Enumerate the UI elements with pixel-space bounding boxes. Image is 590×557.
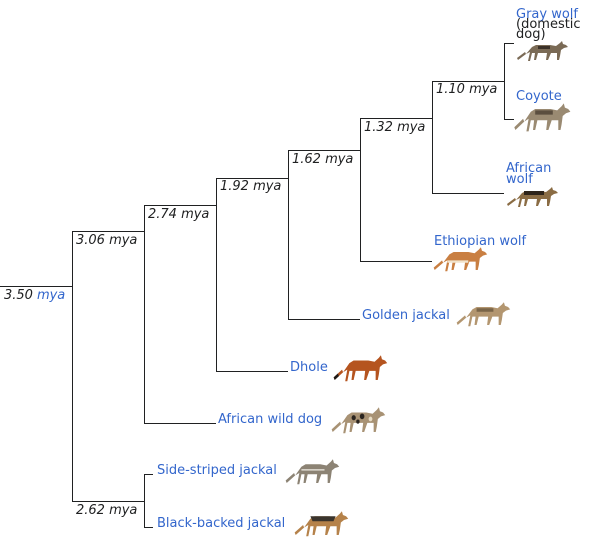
gray-wolf-icon (517, 41, 568, 61)
gray-wolf-note-line2: dog) (516, 27, 546, 42)
coyote-link[interactable]: Coyote (516, 89, 562, 104)
ethiopian-wolf-link[interactable]: Ethiopian wolf (434, 234, 527, 249)
side-striped-jackal-icon (285, 459, 340, 485)
node-274-label: 2.74 mya (148, 207, 209, 222)
node-110-label: 1.10 mya (436, 82, 497, 97)
african-wild-dog-icon (331, 407, 386, 434)
side-striped-jackal-link[interactable]: Side-striped jackal (157, 463, 277, 478)
gray-wolf-note-line1: (domestic (516, 17, 581, 32)
dhole-icon (333, 355, 388, 382)
node-192-label: 1.92 mya (220, 179, 281, 194)
node-262-label: 2.62 mya (76, 503, 137, 518)
african-wild-dog-link[interactable]: African wild dog (218, 412, 322, 427)
node-162-label: 1.62 mya (292, 152, 353, 167)
node-132-label: 1.32 mya (364, 120, 425, 135)
african-wolf-link-line1[interactable]: African (506, 161, 551, 176)
black-backed-jackal-link[interactable]: Black-backed jackal (157, 516, 285, 531)
tree-branches (0, 43, 514, 528)
ethiopian-wolf-icon (433, 247, 488, 272)
golden-jackal-link[interactable]: Golden jackal (362, 308, 450, 323)
golden-jackal-icon (456, 302, 511, 327)
coyote-icon (514, 103, 571, 132)
gray-wolf-link[interactable]: Gray wolf (516, 7, 578, 22)
black-backed-jackal-icon (294, 511, 349, 537)
mya-link[interactable]: mya (37, 288, 65, 303)
african-wolf-link-line2[interactable]: wolf (506, 172, 533, 187)
dhole-link[interactable]: Dhole (290, 360, 328, 375)
african-wolf-icon (507, 187, 558, 207)
node-306-label: 3.06 mya (76, 233, 137, 248)
